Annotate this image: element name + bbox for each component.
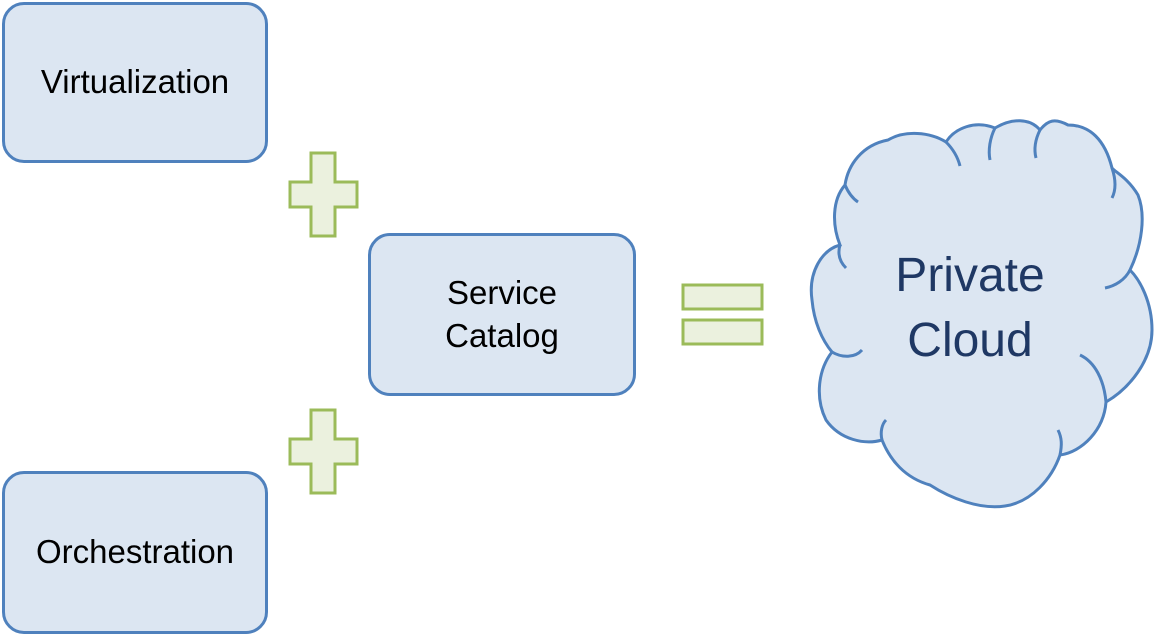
orchestration-label: Orchestration — [35, 533, 235, 571]
private-cloud-label-line1: Private — [895, 249, 1045, 302]
service-catalog-box: Service Catalog — [368, 233, 636, 396]
service-catalog-label-line1: Service — [446, 273, 558, 311]
virtualization-box: Virtualization — [2, 2, 268, 163]
private-cloud-label-line2: Cloud — [907, 314, 1033, 368]
private-cloud-label: Private Cloud — [850, 243, 1090, 374]
virtualization-label: Virtualization — [40, 63, 230, 101]
private-cloud-shape — [809, 119, 1154, 509]
orchestration-box: Orchestration — [2, 471, 268, 634]
cloud-detail-lines — [831, 127, 1132, 456]
plus-icon-bottom — [288, 408, 359, 495]
service-catalog-label-line2: Catalog — [445, 316, 559, 354]
plus-icon-top — [288, 151, 359, 238]
equals-icon — [681, 283, 764, 346]
